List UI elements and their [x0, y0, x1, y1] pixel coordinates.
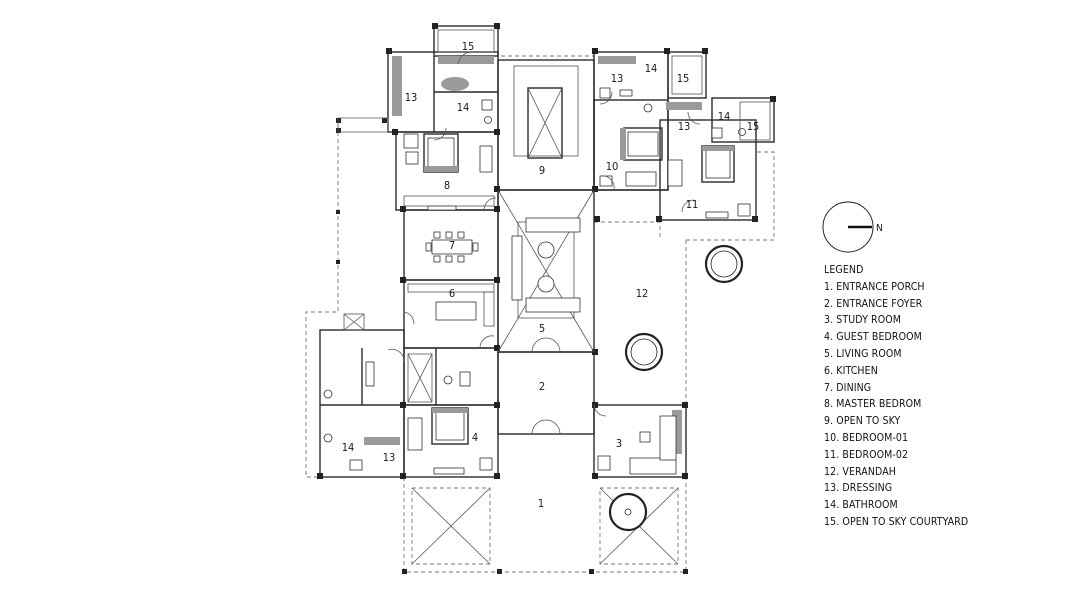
legend-title: LEGEND: [824, 264, 864, 276]
legend-item: 14. BATHROOM: [824, 499, 898, 512]
porch-features: [411, 487, 679, 565]
legend-item: 13. DRESSING: [824, 482, 893, 495]
master-bedroom-furniture: [403, 77, 493, 211]
room-number-opensky: 9: [539, 164, 545, 177]
room-number-court-bed1: 15: [677, 72, 690, 85]
walls: [319, 25, 775, 478]
porch-outline: [403, 477, 687, 573]
legend-item: 2. ENTRANCE FOYER: [824, 297, 923, 310]
bedroom2-furniture: [701, 145, 751, 219]
legend-item: 12. VERANDAH: [824, 465, 896, 478]
compass: N: [822, 201, 883, 253]
wardrobes: [364, 56, 702, 454]
room-number-bath-guest: 14: [342, 441, 355, 454]
room-number-guest: 4: [472, 431, 478, 444]
room-number-master: 8: [444, 179, 450, 192]
study-furniture: [597, 415, 677, 475]
guest-bedroom-furniture: [407, 407, 493, 475]
legend-item: 6. KITCHEN: [824, 364, 878, 377]
legend-item: 11. BEDROOM-02: [824, 448, 909, 461]
legend-item: 9. OPEN TO SKY: [824, 415, 901, 428]
planters: [624, 244, 744, 372]
room-number-bath-bed2: 14: [718, 110, 731, 123]
room-number-bed2: 11: [686, 198, 699, 211]
courtyard-lines: [403, 29, 771, 207]
legend-item: 3. STUDY ROOM: [824, 314, 902, 327]
living-furniture: [497, 189, 595, 353]
room-number-living: 5: [539, 322, 545, 335]
room-number-dress-master: 13: [405, 91, 418, 104]
room-number-dress-bed1: 13: [611, 72, 624, 85]
room-number-verandah: 12: [636, 287, 649, 300]
dining-table: [425, 231, 479, 263]
legend-item: 8. MASTER BEDROM: [824, 398, 922, 411]
room-number-court-master: 15: [462, 40, 475, 53]
room-number-foyer: 2: [539, 380, 545, 393]
columns: [317, 23, 776, 574]
room-number-bed1: 10: [606, 160, 619, 173]
room-number-bath-bed1: 14: [645, 62, 658, 75]
legend-item: 10. BEDROOM-01: [824, 431, 909, 444]
room-number-dress-guest: 13: [383, 451, 396, 464]
kitchen-fittings: [407, 283, 495, 327]
bath-fixtures: [323, 87, 746, 471]
room-number-dress-bed2: 13: [678, 120, 691, 133]
compass-label: N: [876, 223, 883, 234]
room-number-court-bed2: 15: [747, 120, 760, 133]
bedroom1-furniture: [599, 127, 683, 187]
legend-item: 4. GUEST BEDROOM: [824, 331, 922, 344]
room-number-bath-master: 14: [457, 101, 470, 114]
legend-item: 5. LIVING ROOM: [824, 347, 902, 360]
room-number-study: 3: [616, 437, 622, 450]
room-number-porch: 1: [538, 497, 544, 510]
door-swings: [387, 51, 701, 435]
room-number-kitchen: 6: [449, 287, 455, 300]
legend-item: 1. ENTRANCE PORCH: [824, 280, 925, 293]
legend: LEGEND 1. ENTRANCE PORCH 2. ENTRANCE FOYE…: [824, 262, 968, 531]
legend-items: 1. ENTRANCE PORCH 2. ENTRANCE FOYER 3. STU…: [824, 279, 968, 531]
room-number-dining: 7: [449, 239, 455, 252]
legend-item: 15. OPEN TO SKY COURTYARD: [824, 515, 969, 528]
legend-item: 7. DINING: [824, 381, 872, 394]
